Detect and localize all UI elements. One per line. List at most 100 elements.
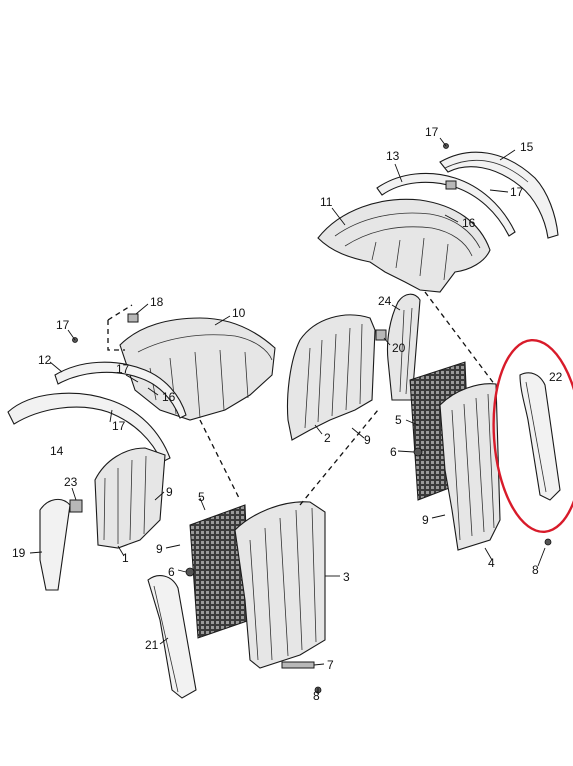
leader-4 (484, 547, 493, 561)
part-13-flare-strip (376, 172, 516, 237)
leader-15 (499, 149, 516, 161)
part-14-fender-flare (7, 392, 171, 463)
fastener-6-right (413, 447, 423, 457)
callout-14: 14 (50, 444, 64, 458)
callout-17a: 17 (425, 125, 439, 139)
part-22-trim-strip (519, 372, 561, 501)
leader-9d (165, 544, 181, 549)
part-12-flare-strip (54, 361, 187, 419)
leader-1 (117, 545, 125, 557)
callout-13: 13 (386, 149, 400, 163)
leader-17b (489, 189, 509, 193)
callout-17d: 17 (116, 362, 130, 376)
callout-17b: 17 (510, 185, 524, 199)
highlight-circle-part-22 (492, 338, 573, 534)
part-22-edge (525, 381, 547, 493)
leader-19 (29, 551, 43, 554)
part-3-mud-flap-left (234, 501, 326, 669)
leader-18 (135, 303, 149, 315)
callout-17e: 17 (112, 419, 126, 433)
leader-16a (444, 214, 459, 223)
callout-15: 15 (520, 140, 534, 154)
callout-20: 20 (392, 341, 406, 355)
leader-17e (109, 409, 113, 423)
callout-1: 1 (122, 551, 129, 565)
leader-12 (49, 361, 63, 373)
callout-2: 2 (324, 431, 331, 445)
callout-9d: 9 (156, 542, 163, 556)
callout-17c: 17 (56, 318, 70, 332)
part-2-ribs (304, 323, 363, 429)
leader-23 (71, 487, 77, 501)
dashed-line-bracket-left (107, 320, 125, 351)
part-1-ribs (103, 455, 147, 544)
leader-21 (159, 637, 169, 645)
dashed-line-upper-right (424, 291, 496, 386)
callout-6b: 6 (168, 565, 175, 579)
callout-11: 11 (320, 195, 333, 209)
callout-22: 22 (549, 370, 563, 384)
leader-17d (125, 374, 139, 383)
callout-19: 19 (12, 546, 26, 560)
callout-16a: 16 (462, 216, 476, 230)
part-23-clip (69, 499, 83, 513)
leader-17a (439, 137, 447, 147)
callout-8b: 8 (313, 689, 320, 703)
leader-5b (199, 497, 206, 511)
callout-24: 24 (378, 294, 392, 308)
dashed-line-bracket-top (107, 304, 133, 321)
part-19-bracket (39, 498, 71, 591)
leader-6a (397, 450, 415, 453)
part-15-fender-flare (439, 151, 559, 239)
part-4-mud-flap-right (439, 383, 501, 551)
leader-11 (331, 207, 346, 226)
part-11-ribs (334, 212, 481, 281)
leader-17c (67, 329, 76, 341)
part-13-clip (445, 180, 457, 190)
callout-7: 7 (327, 658, 334, 672)
leader-9b (154, 491, 165, 501)
leader-13 (394, 163, 403, 183)
part-2-side-liner (286, 314, 376, 441)
part-1-side-panel (94, 447, 166, 549)
leader-6b (177, 569, 187, 573)
leader-16b (147, 387, 159, 396)
callout-16b: 16 (162, 390, 176, 404)
callout-23: 23 (64, 475, 78, 489)
part-18-clip (127, 313, 139, 323)
callout-6a: 6 (390, 445, 397, 459)
callout-3: 3 (343, 570, 350, 584)
callout-5a: 5 (395, 413, 402, 427)
part-7-plate (281, 661, 315, 669)
leader-8a (537, 547, 546, 567)
part-24-bracket (386, 293, 421, 401)
callout-12: 12 (38, 353, 52, 367)
callout-4: 4 (488, 556, 495, 570)
callout-21: 21 (145, 638, 159, 652)
callout-10: 10 (232, 306, 246, 320)
leader-9c (431, 514, 446, 519)
leader-2 (314, 424, 323, 435)
leader-7 (313, 663, 325, 666)
part-3-ribs (249, 507, 317, 661)
part-24-ribs (399, 307, 413, 395)
fastener-8-right (544, 538, 552, 546)
leader-20 (383, 337, 391, 346)
callout-18: 18 (150, 295, 164, 309)
callout-9a: 9 (364, 433, 371, 447)
callout-9c: 9 (422, 513, 429, 527)
callout-8a: 8 (532, 563, 539, 577)
dashed-line-center (299, 409, 379, 506)
dashed-line-left (199, 419, 241, 501)
part-21-trim-strip (147, 575, 197, 699)
leader-10 (214, 315, 231, 326)
part-4-ribs (451, 393, 495, 541)
leader-9a (351, 427, 365, 439)
fastener-6-left (185, 567, 195, 577)
leader-5a (405, 419, 419, 426)
leader-24 (391, 304, 401, 311)
part-20-clip (375, 329, 387, 341)
callout-9b: 9 (166, 485, 173, 499)
part-15-edge (444, 160, 529, 183)
